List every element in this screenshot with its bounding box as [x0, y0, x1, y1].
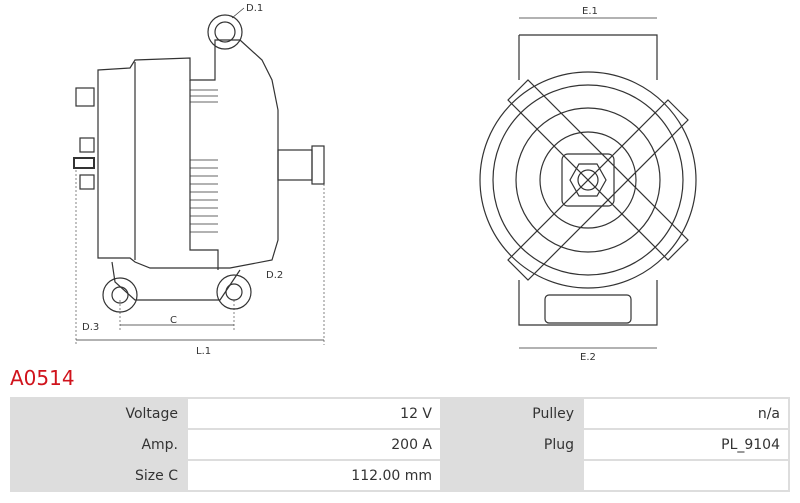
product-code: A0514	[10, 366, 75, 390]
alternator-technical-drawing: D.1 D.2 D.3 C L.1 E.1 E.2	[73, 3, 697, 363]
front-view: E.1 E.2	[479, 6, 697, 363]
spec-value: 112.00 mm	[188, 461, 440, 490]
spec-value	[584, 461, 788, 490]
table-row: Size C 112.00 mm	[12, 461, 788, 490]
table-row: Voltage 12 V Pulley n/a	[12, 399, 788, 428]
label-d1: D.1	[246, 3, 263, 14]
label-d2: D.2	[266, 270, 283, 281]
spec-label: Voltage	[12, 399, 186, 428]
label-l1: L.1	[196, 346, 211, 357]
spec-label: Plug	[442, 430, 582, 459]
spec-label: Amp.	[12, 430, 186, 459]
label-c: C	[170, 315, 177, 326]
spec-label	[442, 461, 582, 490]
side-view: D.1 D.2 D.3 C L.1	[73, 3, 325, 357]
spec-value: 12 V	[188, 399, 440, 428]
label-d3: D.3	[82, 322, 99, 333]
label-e1: E.1	[582, 6, 598, 17]
spec-value: n/a	[584, 399, 788, 428]
spec-label: Pulley	[442, 399, 582, 428]
label-e2: E.2	[580, 352, 596, 363]
table-row: Amp. 200 A Plug PL_9104	[12, 430, 788, 459]
specs-table: Voltage 12 V Pulley n/a Amp. 200 A Plug …	[10, 397, 790, 492]
spec-value: 200 A	[188, 430, 440, 459]
spec-value: PL_9104	[584, 430, 788, 459]
spec-label: Size C	[12, 461, 186, 490]
